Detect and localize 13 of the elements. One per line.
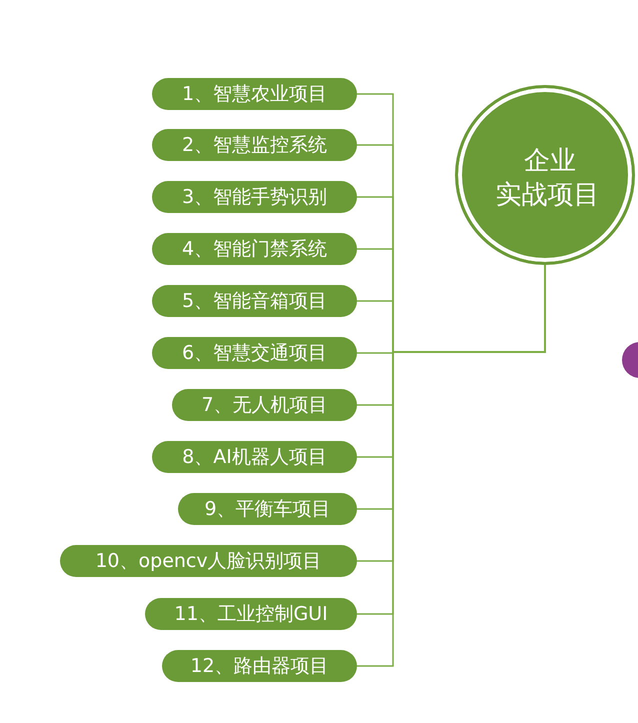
project-pill: 2、智慧监控系统 — [152, 129, 357, 161]
project-pill: 4、智能门禁系统 — [152, 233, 357, 265]
project-pill: 6、智慧交通项目 — [152, 337, 357, 369]
project-pill: 7、无人机项目 — [172, 389, 357, 421]
project-pill: 3、智能手势识别 — [152, 181, 357, 213]
title-text: 企业实战项目 — [495, 145, 600, 212]
project-pill: 10、opencv人脸识别项目 — [60, 545, 357, 577]
project-pill: 9、平衡车项目 — [178, 493, 357, 525]
project-pill: 1、智慧农业项目 — [152, 78, 357, 110]
project-pill: 12、路由器项目 — [162, 650, 357, 682]
project-pill: 5、智能音箱项目 — [152, 285, 357, 317]
project-pill: 8、AI机器人项目 — [152, 441, 357, 473]
project-pill: 11、工业控制GUI — [145, 598, 357, 630]
